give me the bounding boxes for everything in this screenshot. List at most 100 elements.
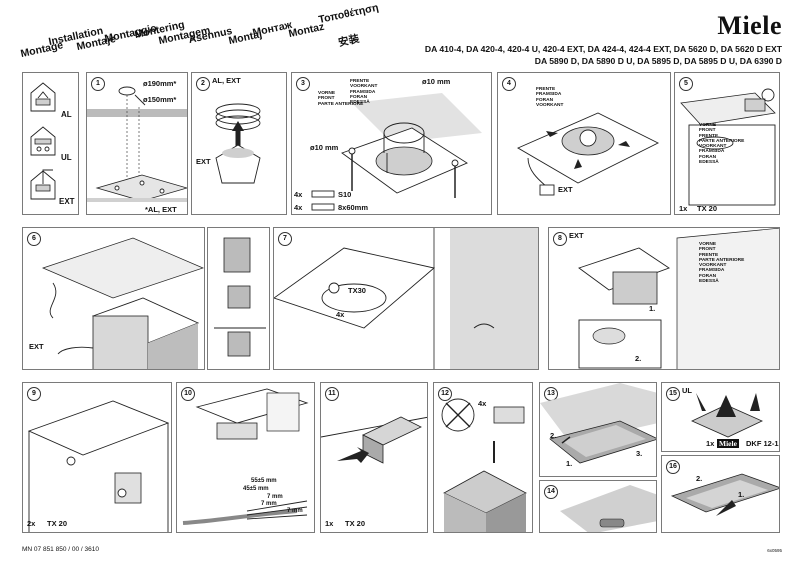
front-label: PARTE ANTERIORE <box>699 138 745 144</box>
substep-2: 2. <box>550 431 557 440</box>
language-heading: 安装 <box>337 32 361 50</box>
step-number: 13 <box>544 387 558 401</box>
canopy-fixing-figure <box>274 228 538 369</box>
bolt-spec: 8x60mm <box>338 203 369 212</box>
step-number: 1 <box>91 77 105 91</box>
step-6-panel: 6 EXT <box>22 227 205 370</box>
tool-spec: TX 20 <box>345 519 366 528</box>
strip-length-outer: 55±5 mm <box>251 478 277 484</box>
step-number: 4 <box>502 77 516 91</box>
front-label: VOORKANT <box>350 84 378 90</box>
step-2-panel: 2 AL, EXT EXT <box>191 72 287 215</box>
step-10-panel: 10 55±5 mm 45±5 mm 7 mm 7 mm 7 mm <box>176 382 315 533</box>
cable-stripping-figure <box>182 388 309 525</box>
diameter-label-150: ø150mm* <box>143 95 177 104</box>
brand-logo: Miele <box>717 11 782 40</box>
canopy-screw-figure <box>680 88 776 206</box>
ceiling-drilling-figure <box>87 86 187 202</box>
front-label: PARTE ANTERIORE <box>699 257 745 263</box>
step-number: 2 <box>196 77 210 91</box>
step-5-panel: 5 VORNE FRONT FRENTE PARTE ANTERIORE VOO… <box>674 72 780 215</box>
front-label: FORAN <box>350 94 368 100</box>
step-variant-label: EXT <box>569 231 584 240</box>
front-label: FORAN <box>699 273 717 279</box>
step-number: 3 <box>296 77 310 91</box>
filter-replace-figure <box>670 473 779 516</box>
duct-insert-figure <box>215 103 261 184</box>
step-7-panel: 7 TX30 4x <box>273 227 539 370</box>
front-labels: VORNE FRONT FRENTE PARTE ANTERIORE VOORK… <box>699 242 744 284</box>
step-14-panel: 14 <box>539 480 657 533</box>
strip-length-wire1: 7 mm <box>267 494 283 500</box>
chimney-assembly-figure <box>441 398 527 532</box>
front-label: VOORKANT <box>699 263 727 269</box>
strip-length-inner: 45±5 mm <box>243 486 269 492</box>
step-number: 9 <box>27 387 41 401</box>
front-label: EDESSÄ <box>699 160 719 166</box>
front-label: VORNE <box>699 123 717 128</box>
step-4-panel: 4 FRENTE FRAMSIDA FORAN VOORKANT EXT <box>497 72 671 215</box>
step-number: 7 <box>278 232 292 246</box>
variant-ext-label: EXT <box>59 197 75 206</box>
tool-spec: TX 20 <box>697 204 718 213</box>
document-code: 6x0595 <box>767 548 782 553</box>
front-labels-right: FRENTE VOORKANT FRAMSIDA FORAN EDESSÄ <box>350 79 377 105</box>
duct-cover-detail-figure <box>214 237 266 357</box>
part-brand: Miele <box>717 439 739 448</box>
variant-icons <box>30 82 56 200</box>
front-label: FRAMSIDA <box>699 268 725 274</box>
step-number: 8 <box>553 232 567 246</box>
model-list-line2: DA 5890 D, DA 5890 D U, DA 5895 D, DA 58… <box>534 56 782 66</box>
step-15-panel: 15 UL 1x Miele DKF 12-1 <box>661 382 780 452</box>
tool-qty: 1x <box>325 519 334 528</box>
front-label: VOORKANT <box>536 102 564 108</box>
step-number: 10 <box>181 387 195 401</box>
front-label: FRONT <box>699 128 716 134</box>
drill-diameter-left: ø10 mm <box>310 143 339 152</box>
front-label: FRONT <box>699 247 716 253</box>
variant-note: *AL, EXT <box>145 205 177 214</box>
front-label: FRENTE <box>536 87 556 92</box>
front-labels: VORNE FRONT FRENTE PARTE ANTERIORE VOORK… <box>699 123 744 165</box>
substep-1: 1. <box>566 459 573 468</box>
front-label: FRAMSIDA <box>350 89 376 95</box>
front-label: FRENTE <box>699 133 719 139</box>
ext-label: EXT <box>196 157 211 166</box>
charcoal-filter-figure <box>691 393 763 438</box>
front-label: FRENTE <box>699 252 719 258</box>
step-6-detail-panel <box>207 227 270 370</box>
tool-qty: 1x <box>679 204 688 213</box>
step-number: 5 <box>679 77 693 91</box>
variant-ul-label: UL <box>61 153 72 162</box>
step-number: 6 <box>27 232 41 246</box>
fan-fitting-figure <box>517 112 660 196</box>
grease-filter-figure <box>560 485 656 532</box>
bolt-qty: 4x <box>294 203 303 212</box>
step-8-panel: 8 EXT VORNE FRONT FRENTE PARTE ANTERIORE… <box>548 227 780 370</box>
house-icon-al <box>30 82 56 112</box>
filter-insert-figure <box>540 383 656 464</box>
variant-legend-panel: AL UL EXT <box>22 72 79 215</box>
step-number: 11 <box>325 387 339 401</box>
cover-slide-figure <box>321 416 427 464</box>
language-headings: Montage Installation Montaje Montaggio M… <box>20 2 380 64</box>
tool-spec: TX30 <box>348 286 366 295</box>
substep-3: 3. <box>636 449 643 458</box>
step-16-panel: 16 2. 1. <box>661 455 780 533</box>
front-label: FRENTE <box>350 79 370 84</box>
diameter-label-190: ø190mm* <box>143 79 177 88</box>
front-labels-left: VORNE FRONT PARTE ANTERIORE <box>318 91 363 107</box>
strip-length-wire2: 7 mm <box>261 501 277 507</box>
front-label: VORNE <box>318 91 336 96</box>
substep-2: 2. <box>635 354 642 363</box>
front-label: FRAMSIDA <box>699 149 725 155</box>
step-variant-label: AL, EXT <box>212 76 241 85</box>
step-variant-label: UL <box>682 386 692 395</box>
step-number: 16 <box>666 460 680 474</box>
step-11-panel: 11 1x TX 20 <box>320 382 428 533</box>
front-label: FRAMSIDA <box>536 92 562 98</box>
screw-spec: S10 <box>338 190 352 199</box>
ext-label: EXT <box>558 185 573 194</box>
substep-1: 1. <box>738 490 745 499</box>
front-label: PARTE ANTERIORE <box>318 101 364 107</box>
